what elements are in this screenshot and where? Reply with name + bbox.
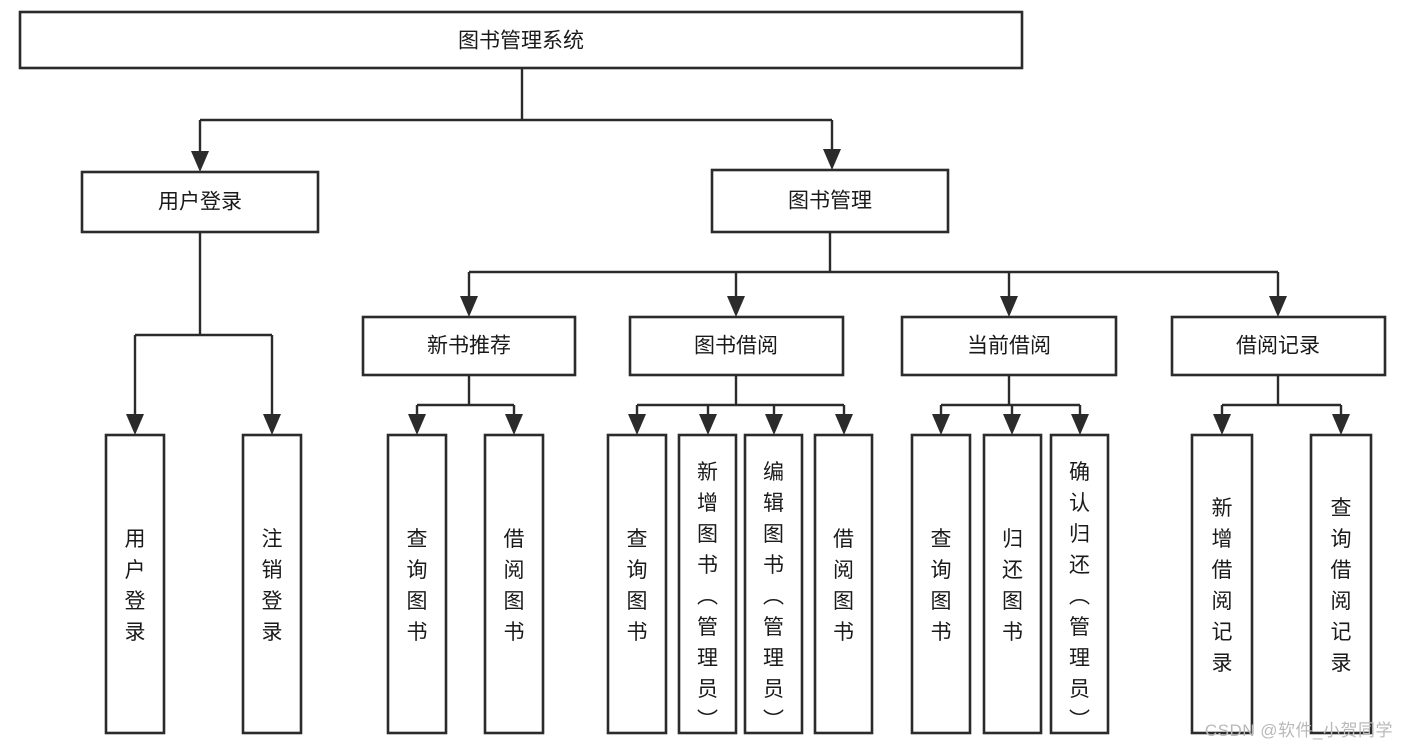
node-leaf-add-book[interactable]: 新增图书︵管理员︶ bbox=[677, 433, 738, 735]
arrow-to-leaf-borrow-book-2 bbox=[835, 414, 853, 435]
node-book-manage[interactable]: 图书管理 bbox=[710, 168, 950, 234]
node-leaf-borrow-book-2[interactable]: 借阅图书 bbox=[813, 433, 874, 735]
node-leaf-query-record[interactable]: 查询借阅记录 bbox=[1309, 433, 1373, 735]
leaf-return-book-label: 归还图书 bbox=[1002, 528, 1023, 644]
node-new-book-rec[interactable]: 新书推荐 bbox=[361, 315, 577, 377]
arrow-to-borrow-record bbox=[1269, 296, 1287, 317]
leaf-query-book-3-box[interactable] bbox=[910, 433, 972, 735]
node-current-borrow[interactable]: 当前借阅 bbox=[900, 315, 1118, 377]
leaf-logout-box[interactable] bbox=[241, 433, 303, 735]
node-leaf-logout[interactable]: 注销登录 bbox=[241, 433, 303, 735]
node-book-borrow[interactable]: 图书借阅 bbox=[628, 315, 845, 377]
arrow-to-leaf-user-login bbox=[126, 414, 144, 435]
connector-user-login-trunk bbox=[133, 232, 274, 423]
leaf-logout-label: 注销登录 bbox=[262, 528, 283, 644]
node-root[interactable]: 图书管理系统 bbox=[18, 10, 1024, 70]
leaf-user-login-box[interactable] bbox=[104, 433, 166, 735]
arrow-to-leaf-query-book-2 bbox=[628, 414, 646, 435]
leaf-add-book-box[interactable] bbox=[677, 433, 738, 735]
leaf-add-record-label: 新增借阅记录 bbox=[1212, 497, 1233, 675]
leaf-add-record-box[interactable] bbox=[1190, 433, 1254, 735]
arrow-to-leaf-logout bbox=[263, 414, 281, 435]
book-manage-label: 图书管理 bbox=[788, 190, 872, 213]
connector-book-manage-trunk bbox=[467, 232, 1280, 305]
leaf-add-book-label: 新增图书︵管理员︶ bbox=[697, 461, 718, 732]
leaf-borrow-book-1-label: 借阅图书 bbox=[504, 528, 525, 644]
connector-layer bbox=[126, 68, 1350, 435]
user-login-label: 用户登录 bbox=[158, 191, 242, 214]
connector-book-borrow-trunk bbox=[635, 375, 846, 423]
leaf-return-book-box[interactable] bbox=[982, 433, 1043, 735]
arrow-to-leaf-return-book bbox=[1003, 414, 1021, 435]
connector-new-book-rec-trunk bbox=[415, 375, 516, 423]
node-leaf-return-book[interactable]: 归还图书 bbox=[982, 433, 1043, 735]
arrow-to-book-manage bbox=[823, 149, 841, 170]
arrow-to-leaf-confirm-return bbox=[1071, 414, 1089, 435]
new-book-rec-label: 新书推荐 bbox=[427, 335, 511, 358]
arrow-to-current-borrow bbox=[1000, 296, 1018, 317]
arrow-to-book-borrow bbox=[727, 296, 745, 317]
root-label: 图书管理系统 bbox=[458, 30, 584, 53]
root-box[interactable] bbox=[18, 10, 1024, 70]
node-borrow-record[interactable]: 借阅记录 bbox=[1170, 315, 1387, 377]
leaf-edit-book-label: 编辑图书︵管理员︶ bbox=[763, 461, 784, 732]
current-borrow-box[interactable] bbox=[900, 315, 1118, 377]
leaf-query-record-label: 查询借阅记录 bbox=[1331, 497, 1352, 675]
leaf-confirm-return-box[interactable] bbox=[1049, 433, 1110, 735]
node-leaf-borrow-book-1[interactable]: 借阅图书 bbox=[483, 433, 545, 735]
node-leaf-user-login[interactable]: 用户登录 bbox=[104, 433, 166, 735]
connector-borrow-record-trunk bbox=[1220, 375, 1343, 423]
book-manage-box[interactable] bbox=[710, 168, 950, 234]
node-leaf-add-record[interactable]: 新增借阅记录 bbox=[1190, 433, 1254, 735]
arrow-to-leaf-query-record bbox=[1332, 414, 1350, 435]
arrow-to-leaf-query-book-1 bbox=[408, 414, 426, 435]
node-leaf-confirm-return[interactable]: 确认归还︵管理员︶ bbox=[1049, 433, 1110, 735]
csdn-watermark: CSDN @软件_小贺同学 bbox=[1204, 721, 1393, 740]
leaf-query-book-2-label: 查询图书 bbox=[627, 528, 648, 644]
book-borrow-box[interactable] bbox=[628, 315, 845, 377]
node-leaf-query-book-2[interactable]: 查询图书 bbox=[606, 433, 668, 735]
leaf-borrow-book-2-box[interactable] bbox=[813, 433, 874, 735]
leaf-query-book-3-label: 查询图书 bbox=[931, 528, 952, 644]
node-leaf-query-book-1[interactable]: 查询图书 bbox=[386, 433, 448, 735]
borrow-record-label: 借阅记录 bbox=[1236, 335, 1320, 358]
leaf-user-login-label: 用户登录 bbox=[125, 528, 146, 644]
arrow-to-leaf-add-record bbox=[1213, 414, 1231, 435]
leaf-query-book-1-label: 查询图书 bbox=[407, 528, 428, 644]
new-book-rec-box[interactable] bbox=[361, 315, 577, 377]
node-leaf-edit-book[interactable]: 编辑图书︵管理员︶ bbox=[743, 433, 804, 735]
node-leaf-query-book-3[interactable]: 查询图书 bbox=[910, 433, 972, 735]
user-login-box[interactable] bbox=[80, 170, 320, 234]
leaf-query-book-2-box[interactable] bbox=[606, 433, 668, 735]
leaf-node-layer: 用户登录 注销登录 查询图书 借阅图书 查询图书 新增图书︵管理员︶ 编辑图书︵管理员︶ 借阅… bbox=[104, 433, 1373, 735]
leaf-query-record-box[interactable] bbox=[1309, 433, 1373, 735]
arrow-to-leaf-add-book bbox=[699, 414, 717, 435]
arrow-to-leaf-edit-book bbox=[765, 414, 783, 435]
connector-root-trunk bbox=[198, 68, 834, 160]
arrow-to-leaf-query-book-3 bbox=[932, 414, 950, 435]
arrow-to-leaf-borrow-book-1 bbox=[505, 414, 523, 435]
current-borrow-label: 当前借阅 bbox=[967, 335, 1051, 358]
leaf-edit-book-box[interactable] bbox=[743, 433, 804, 735]
book-borrow-label: 图书借阅 bbox=[694, 335, 778, 358]
leaf-borrow-book-1-box[interactable] bbox=[483, 433, 545, 735]
borrow-record-box[interactable] bbox=[1170, 315, 1387, 377]
leaf-borrow-book-2-label: 借阅图书 bbox=[833, 528, 854, 644]
arrow-to-user-login bbox=[191, 151, 209, 172]
leaf-query-book-1-box[interactable] bbox=[386, 433, 448, 735]
arrow-to-new-book-rec bbox=[460, 296, 478, 317]
leaf-confirm-return-label: 确认归还︵管理员︶ bbox=[1069, 461, 1090, 732]
node-user-login[interactable]: 用户登录 bbox=[80, 170, 320, 234]
